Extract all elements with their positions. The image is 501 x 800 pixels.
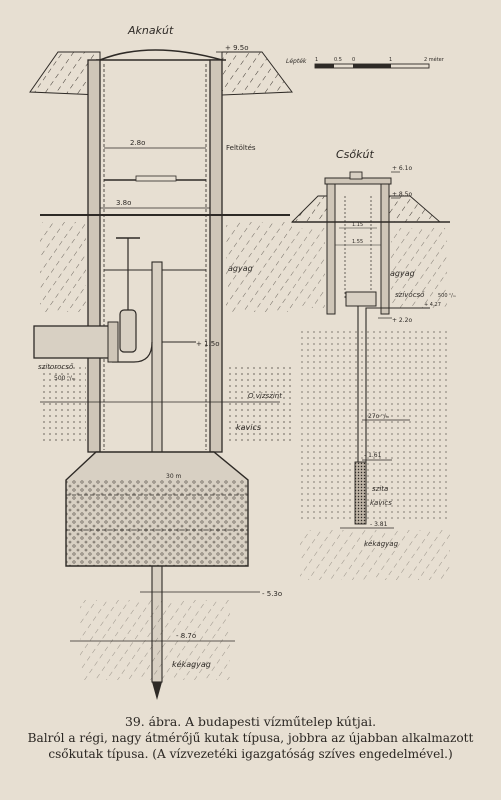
right-clay: agyag xyxy=(390,269,415,278)
right-pipe-label: szívócső xyxy=(395,290,425,299)
well-diagram: Aknakút + 9.5o 2.8o 3.8o Feltöltés agyag xyxy=(29,24,456,700)
caption-line-3: csőkutak típusa. (A vízvezetéki igazgató… xyxy=(48,747,453,761)
left-top-earth xyxy=(29,51,293,96)
left-well-title: Aknakút xyxy=(127,24,174,37)
left-well: Aknakút + 9.5o 2.8o 3.8o Feltöltés agyag xyxy=(29,24,293,700)
right-screen-label: szita xyxy=(372,485,388,493)
right-elev-427: + 4.27 xyxy=(424,302,441,308)
scale-label: Lépték xyxy=(286,58,307,65)
right-elev-minus161: - 1.61 xyxy=(364,452,382,459)
scale-tick-2: 0.5 xyxy=(334,57,342,63)
right-well: Csőkút + 6.1o + 8.5o 1.15 1.55 agyag szí… xyxy=(290,148,456,580)
left-elev-pipe: + 1.5o xyxy=(196,340,220,348)
left-pipe-dim: 500 ⁿ/ₘ xyxy=(54,375,76,382)
right-elev-220: + 2.2o xyxy=(392,317,412,324)
left-pipe-label: szitorocső xyxy=(38,362,74,371)
scale-tick-5: 2 méter xyxy=(424,56,445,63)
scale-tick-1: 1 xyxy=(315,57,318,63)
right-elev-610: + 6.1o xyxy=(392,165,412,172)
right-gravel: kavics xyxy=(370,499,392,507)
right-elev-minus381: - 3.81 xyxy=(370,521,388,528)
right-screen xyxy=(354,461,367,525)
caption-line-1: 39. ábra. A budapesti vízműtelep kútjai. xyxy=(124,714,377,729)
caption-line-2: Balról a régi, nagy átmérőjű kutak típus… xyxy=(27,731,474,745)
right-diam-label: 27o ⁿ/ₘ xyxy=(368,413,390,420)
left-elev-top: + 9.5o xyxy=(225,44,249,52)
left-width-upper: 2.8o xyxy=(130,139,145,147)
scale-bar: Lépték 1 0.5 0 1 2 méter xyxy=(286,56,445,69)
left-water-level: O vízszint xyxy=(248,392,282,400)
left-well-dome xyxy=(99,49,223,61)
scale-tick-3: 0 xyxy=(352,57,355,63)
right-blue-clay: kékagyag xyxy=(364,540,399,548)
right-elev-850: + 8.5o xyxy=(392,191,412,198)
figure-caption: 39. ábra. A budapesti vízműtelep kútjai.… xyxy=(0,714,501,762)
left-width-lower: 3.8o xyxy=(116,199,131,207)
left-elev-minus530: - 5.3o xyxy=(262,590,282,598)
left-blue-clay: kékagyag xyxy=(172,659,211,669)
left-gravel: kavics xyxy=(236,423,261,432)
scale-tick-4: 1 xyxy=(389,57,392,63)
right-top-earth xyxy=(290,195,442,223)
right-pipe-dim: 500 ⁿ/ₘ xyxy=(438,293,456,299)
right-dim-inner: 1.15 xyxy=(352,222,363,228)
left-suction-pipe xyxy=(33,325,115,359)
right-dim-outer: 1.55 xyxy=(352,239,363,245)
left-dim-30: 30 m xyxy=(166,473,182,480)
left-label-filling: Feltöltés xyxy=(226,144,256,152)
right-well-title: Csőkút xyxy=(336,148,374,161)
